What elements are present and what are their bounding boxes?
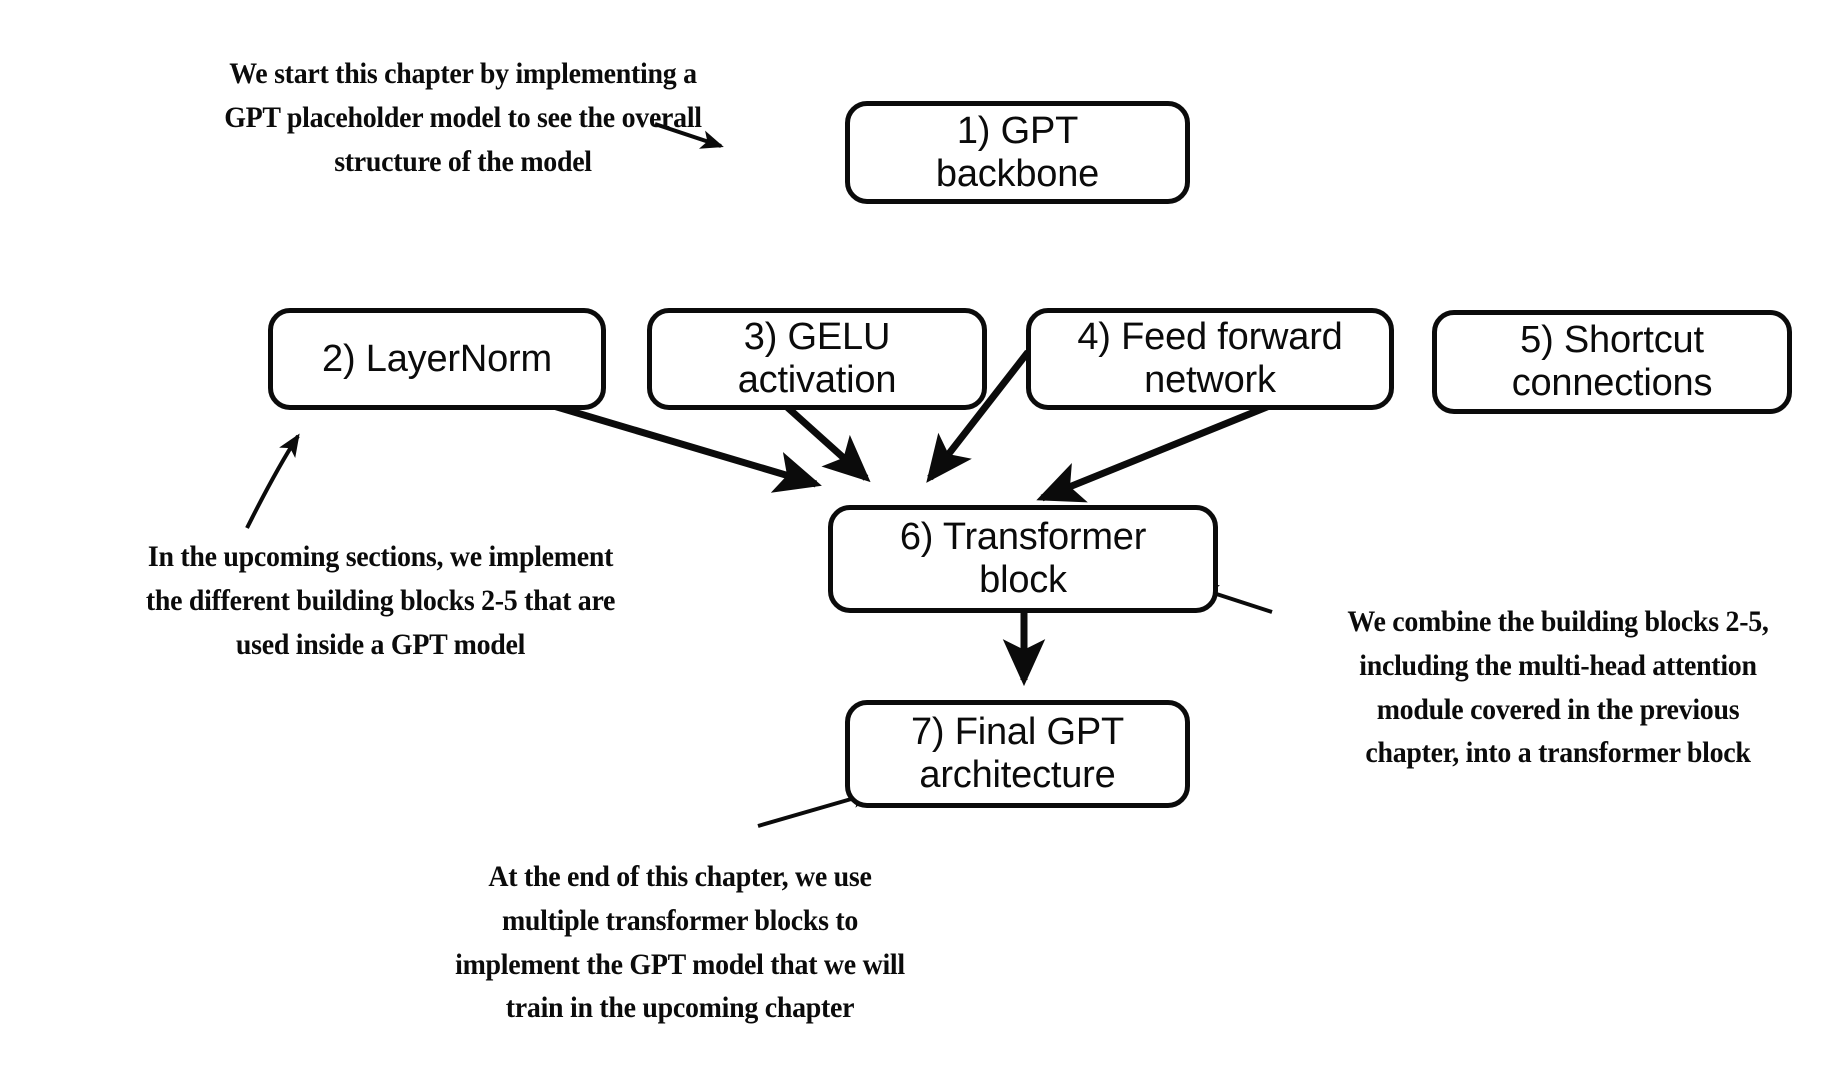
node-layernorm-label: 2) LayerNorm bbox=[322, 337, 552, 380]
node-transformer-block-label: 6) Transformer block bbox=[899, 516, 1147, 601]
node-gelu-label: 3) GELU activation bbox=[737, 316, 897, 401]
node-shortcut[interactable]: 5) Shortcut connections bbox=[1432, 310, 1792, 414]
node-shortcut-label: 5) Shortcut connections bbox=[1511, 319, 1713, 404]
node-gpt-backbone-label: 1) GPT backbone bbox=[935, 109, 1100, 195]
node-transformer-block[interactable]: 6) Transformer block bbox=[828, 505, 1218, 613]
node-final-gpt[interactable]: 7) Final GPT architecture bbox=[845, 700, 1190, 808]
node-feed-forward[interactable]: 4) Feed forward network bbox=[1026, 308, 1394, 410]
note-building-blocks: In the upcoming sections, we implement t… bbox=[145, 540, 616, 661]
node-gpt-backbone[interactable]: 1) GPT backbone bbox=[845, 101, 1190, 204]
note-start-chapter: We start this chapter by implementing a … bbox=[224, 57, 702, 178]
node-feed-forward-label: 4) Feed forward network bbox=[1077, 316, 1343, 401]
node-gelu[interactable]: 3) GELU activation bbox=[647, 308, 987, 410]
note-combine-blocks: We combine the building blocks 2-5, incl… bbox=[1347, 605, 1769, 770]
connector-note-left-to-layernorm bbox=[245, 433, 300, 529]
node-layernorm[interactable]: 2) LayerNorm bbox=[268, 308, 606, 410]
note-end-of-chapter: At the end of this chapter, we use multi… bbox=[455, 860, 905, 1025]
node-final-gpt-label: 7) Final GPT architecture bbox=[911, 711, 1124, 796]
